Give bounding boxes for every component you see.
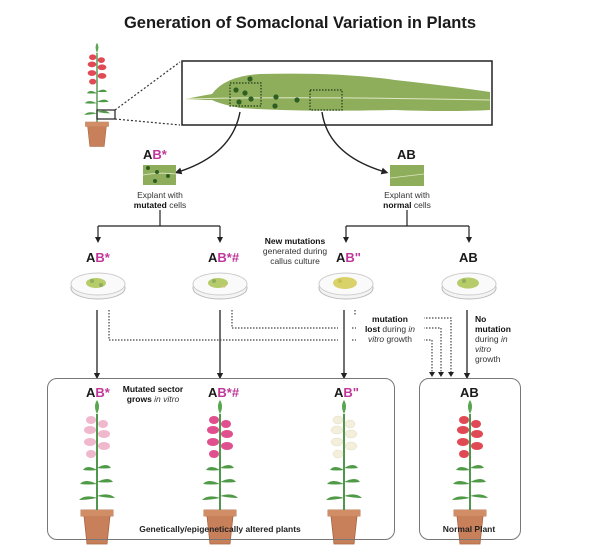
no-mutation-note: No mutation during in vitro growth bbox=[475, 314, 511, 364]
result-plant-1 bbox=[78, 399, 116, 545]
result-plant-1-label: AB* bbox=[86, 385, 110, 400]
mutated-explant bbox=[142, 165, 177, 185]
normal-plant-box bbox=[419, 378, 521, 540]
petri-dish-1 bbox=[70, 272, 126, 300]
altered-plants-box bbox=[47, 378, 395, 540]
diagram-title: Generation of Somaclonal Variation in Pl… bbox=[123, 14, 477, 32]
dotted-arrowheads bbox=[429, 372, 454, 377]
arrow-to-mutated-explant bbox=[174, 111, 241, 175]
result-plant-2-label: AB*# bbox=[208, 385, 240, 400]
explant-normal-label: AB bbox=[397, 147, 416, 162]
result-plant-3-label: AB" bbox=[334, 385, 359, 400]
zoom-line bbox=[114, 61, 181, 111]
explant-normal-caption: Explant with normal cells bbox=[383, 190, 431, 210]
leaf-illustration bbox=[185, 73, 491, 111]
new-mutations-note: New mutations generated during callus cu… bbox=[262, 236, 328, 266]
mutation-lost-note: mutation lost during in vitro growth bbox=[356, 314, 424, 344]
mutation-lost-paths bbox=[108, 310, 452, 374]
petri-dish-3 bbox=[318, 272, 374, 300]
culture-4-label: AB bbox=[459, 250, 478, 265]
culture-3-label: AB" bbox=[336, 250, 361, 265]
source-plant bbox=[83, 42, 111, 148]
arrow-to-normal-explant bbox=[321, 111, 389, 175]
petri-dish-4 bbox=[441, 272, 497, 300]
zoom-line bbox=[114, 118, 181, 126]
mutated-sector-note: Mutated sector grows in vitro bbox=[122, 384, 184, 404]
normal-explant bbox=[389, 165, 425, 186]
result-plant-3 bbox=[325, 399, 363, 545]
explant-mutated-label: AB* bbox=[143, 147, 167, 162]
explant-mutated-caption: Explant with mutated cells bbox=[133, 190, 187, 210]
culture-2-label: AB*# bbox=[208, 250, 240, 265]
petri-dish-2 bbox=[192, 272, 248, 300]
culture-1-label: AB* bbox=[86, 250, 110, 265]
normal-plant-caption: Normal Plant bbox=[442, 524, 496, 534]
altered-plants-caption: Genetically/epigenetically altered plant… bbox=[139, 524, 301, 534]
result-plant-4-label: AB bbox=[460, 385, 479, 400]
zoom-region-marker bbox=[96, 109, 116, 120]
result-plant-4 bbox=[451, 399, 489, 545]
result-plant-2 bbox=[201, 399, 239, 545]
